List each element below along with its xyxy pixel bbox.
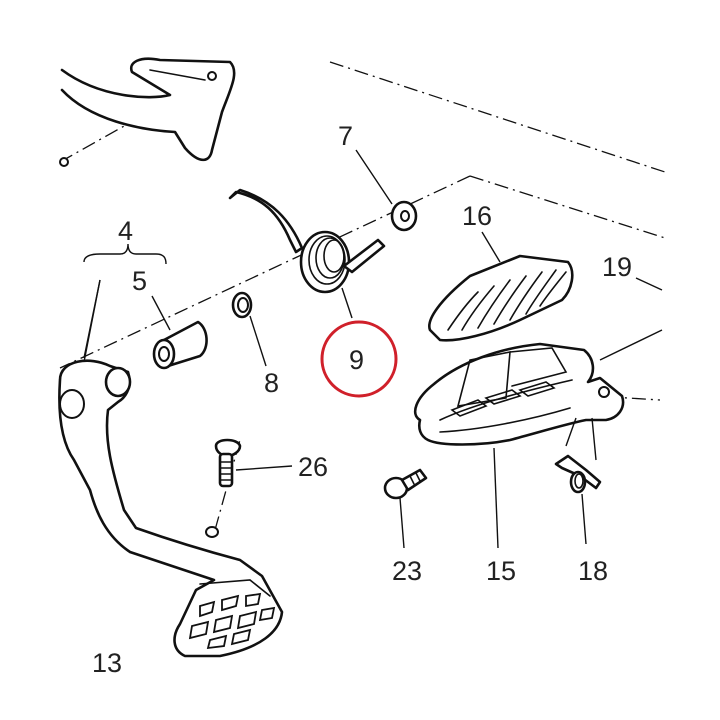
footpeg-part-15	[413, 342, 625, 549]
label-15: 15	[486, 556, 516, 586]
label-8: 8	[264, 368, 279, 398]
brake-pedal-lever	[58, 359, 284, 658]
label-9: 9	[349, 345, 364, 375]
screw-part-23	[383, 468, 428, 549]
spring-part-18	[554, 417, 602, 545]
o-ring-part-8	[231, 291, 267, 367]
rubber-pad-part-16	[428, 231, 574, 342]
spring-part-9	[228, 188, 386, 319]
label-13: 13	[92, 648, 122, 678]
pad-ribs	[447, 269, 567, 331]
label-5: 5	[132, 266, 147, 296]
label-18: 18	[578, 556, 608, 586]
label-16: 16	[462, 201, 492, 231]
label-23: 23	[392, 556, 422, 586]
highlight-circle	[320, 320, 398, 398]
pedal-tread-holes	[188, 592, 276, 650]
bushing-part-5	[151, 295, 208, 370]
bracket-part-4	[83, 243, 167, 265]
pin-part-19	[599, 277, 663, 361]
label-4: 4	[118, 216, 133, 246]
label-26: 26	[298, 452, 328, 482]
label-19: 19	[602, 252, 632, 282]
bolt-part-26	[214, 438, 293, 488]
top-bracket	[59, 57, 236, 167]
washer-part-7	[355, 149, 418, 232]
callout-labels: 4 5 7 8 9 13 15 16 18 19 23 26	[92, 121, 632, 678]
label-7: 7	[338, 121, 353, 151]
